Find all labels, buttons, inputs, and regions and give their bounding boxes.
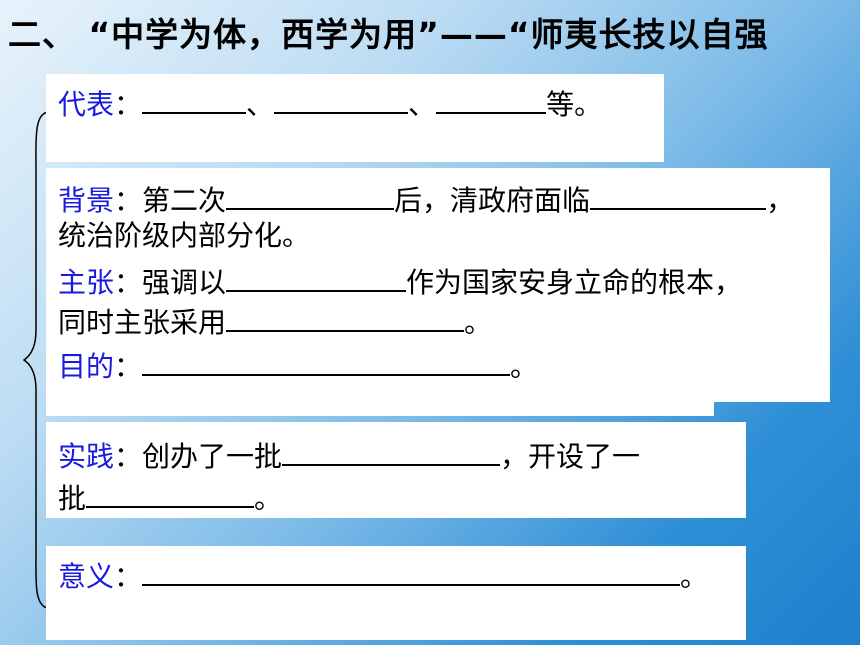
blank-background-2[interactable] (590, 180, 767, 210)
practice-line-1: 实践：创办了一批，开设了一 (58, 436, 640, 475)
blank-practice-2[interactable] (86, 478, 255, 508)
label-purpose: 目的 (58, 350, 115, 383)
blank-purpose[interactable] (142, 346, 511, 376)
box-background-extension (46, 396, 714, 416)
blank-significance[interactable] (142, 556, 681, 586)
label-significance: 意义 (58, 560, 115, 593)
representatives-line: 代表：、、等。 (58, 84, 602, 123)
slide-title: 二、 “中学为体，西学为用”——“师夷长技以自强 (8, 15, 769, 54)
background-line-1: 背景：第二次后，清政府面临， (58, 180, 794, 219)
blank-claims-1[interactable] (226, 262, 407, 292)
box-practice (46, 422, 746, 518)
blank-background-1[interactable] (226, 180, 395, 210)
box-significance (46, 546, 746, 640)
label-representatives: 代表 (58, 88, 115, 121)
significance-line: 意义：。 (58, 556, 708, 595)
claims-line-1: 主张：强调以作为国家安身立命的根本， (58, 262, 742, 301)
background-line-2: 统治阶级内部分化。 (58, 219, 311, 252)
label-background: 背景 (58, 184, 115, 217)
box-representatives (46, 74, 664, 162)
box-background-claims-purpose (46, 168, 830, 402)
practice-line-2: 批。 (58, 478, 282, 517)
curly-brace (22, 111, 49, 609)
blank-rep-3[interactable] (436, 84, 547, 114)
claims-line-2: 同时主张采用。 (58, 302, 492, 341)
blank-rep-2[interactable] (274, 84, 409, 114)
purpose-line: 目的：。 (58, 346, 538, 385)
label-practice: 实践 (58, 440, 115, 473)
blank-claims-2[interactable] (226, 302, 465, 332)
blank-rep-1[interactable] (142, 84, 247, 114)
label-claims: 主张 (58, 266, 115, 299)
blank-practice-1[interactable] (282, 436, 501, 466)
